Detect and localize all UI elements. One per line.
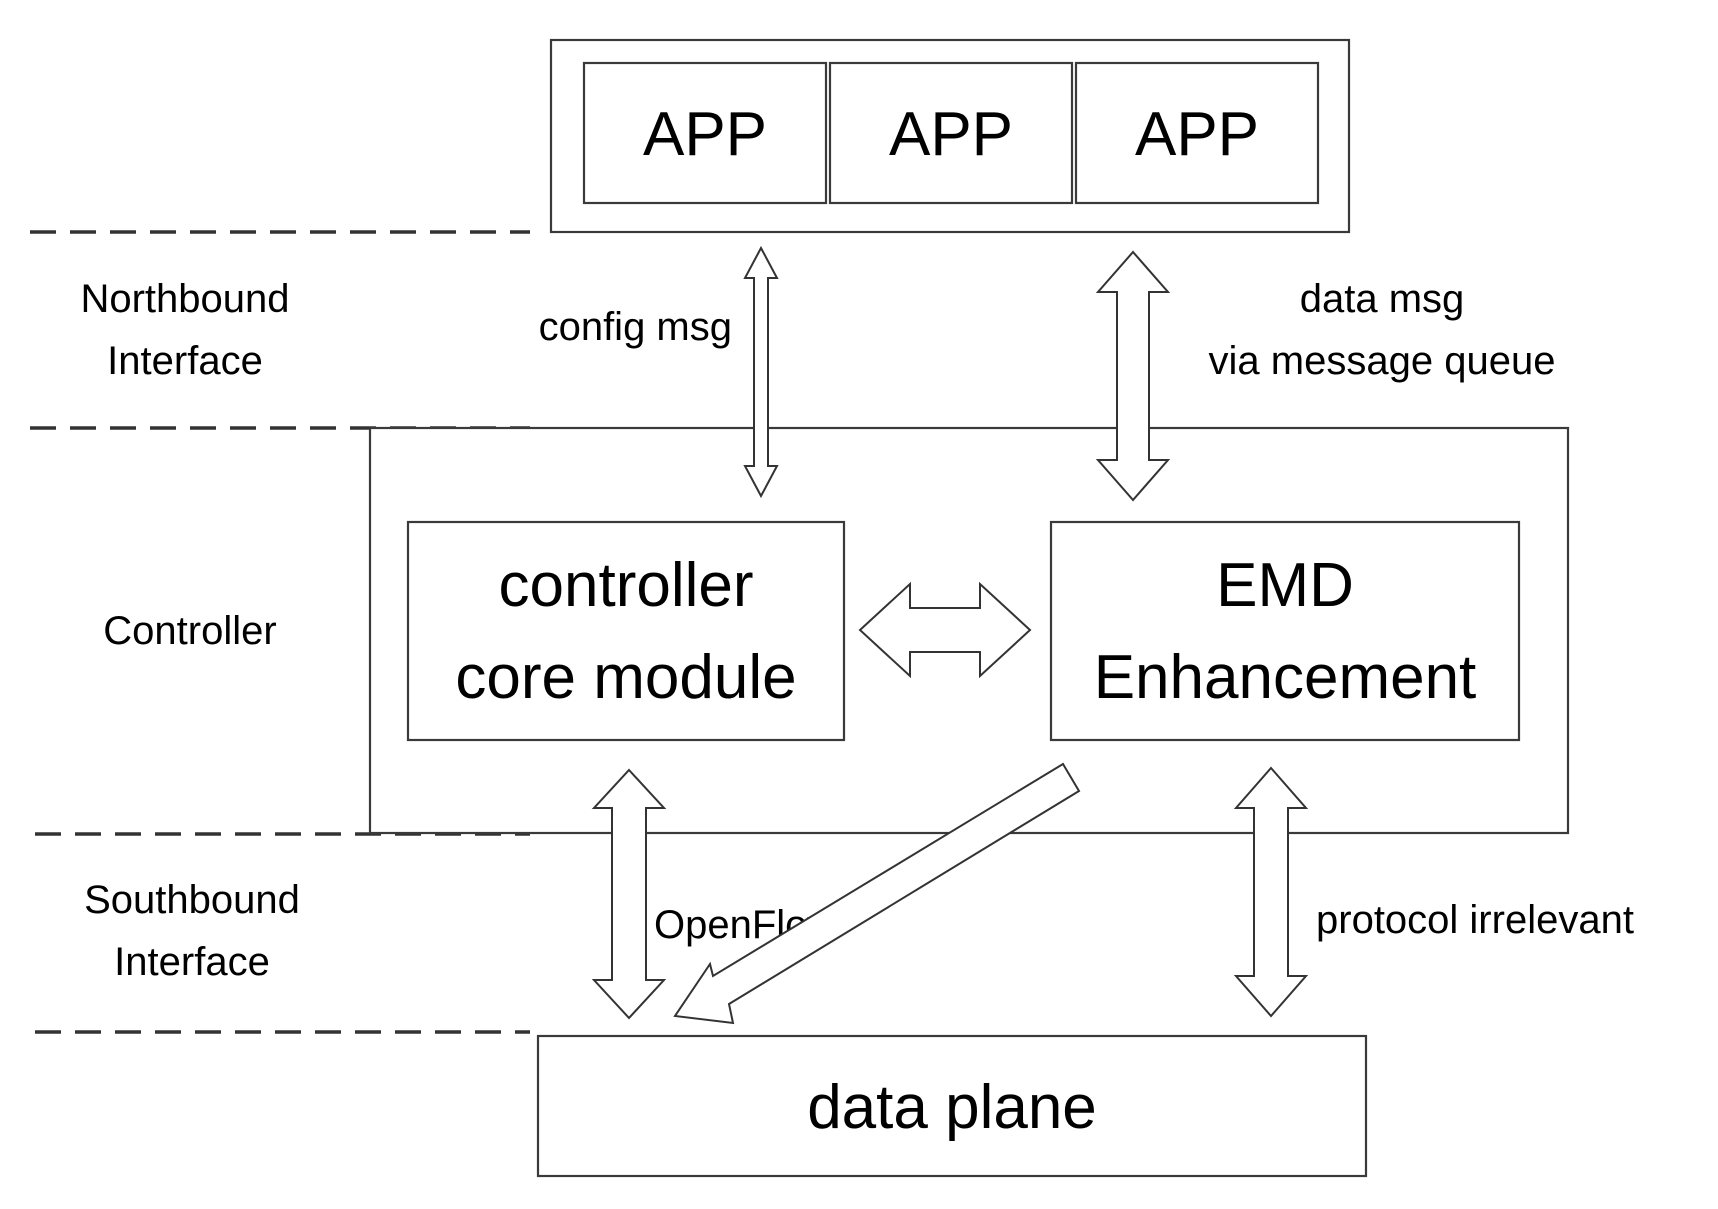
config-msg-label: config msg [539,305,732,349]
data-msg-label-1: data msg [1300,277,1465,321]
app-box-1 [582,61,828,205]
core-module-label-1: controller [499,551,754,620]
app-box-2 [828,61,1074,205]
core-emd-arrow [858,581,1032,679]
app-label-2: APP [889,100,1013,169]
openflow-arrow [591,768,667,1020]
data-plane-label: data plane [807,1073,1097,1142]
protocol-irrelevant-arrow [1233,766,1309,1018]
app-label-1: APP [643,100,767,169]
emd-enhancement-box [1049,520,1521,742]
app-box-3 [1074,61,1320,205]
layer-label-northbound-1: Northbound [80,277,289,321]
data-msg-label-2: via message queue [1209,339,1556,383]
emd-to-dataplane-arrow [673,762,1081,1025]
config-msg-arrow [743,245,779,499]
app-label-3: APP [1135,100,1259,169]
layer-label-southbound-2: Interface [114,940,270,984]
core-module-label-2: core module [455,643,796,712]
data-plane-box [536,1034,1368,1178]
emd-label-1: EMD [1216,551,1354,620]
emd-label-2: Enhancement [1094,643,1477,712]
layer-label-northbound-2: Interface [107,339,263,383]
protocol-irrelevant-label: protocol irrelevant [1316,898,1634,942]
layer-label-southbound-1: Southbound [84,878,300,922]
controller-core-module-box [406,520,846,742]
data-msg-arrow [1095,250,1171,502]
layer-label-controller: Controller [103,609,276,653]
